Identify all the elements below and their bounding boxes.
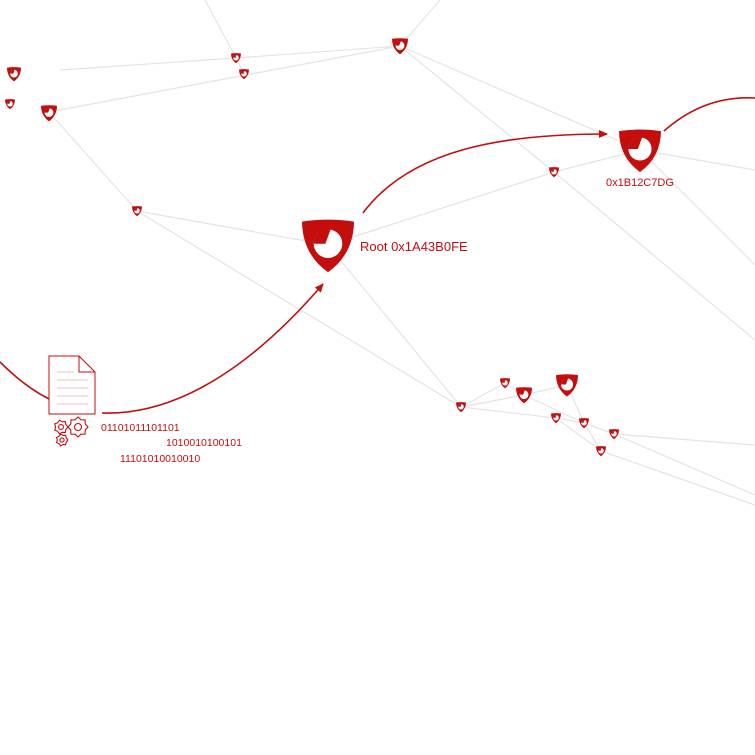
shield-icon xyxy=(556,374,578,397)
shield-icon xyxy=(609,429,619,440)
arrow-doc-to-root xyxy=(101,283,324,414)
shield-icon xyxy=(132,206,142,217)
gear-icon xyxy=(55,433,69,447)
shield-icon xyxy=(456,402,466,413)
shield-icon xyxy=(302,219,354,273)
shield-icon xyxy=(231,53,241,64)
shield-icon xyxy=(239,69,249,80)
shield-icon xyxy=(619,129,661,173)
binary-line: 01101011101101 xyxy=(101,422,180,434)
gear-icon xyxy=(54,419,69,435)
gears-icon xyxy=(54,416,89,447)
arrow-root-to-node xyxy=(362,130,608,214)
binary-line: 1010010100101 xyxy=(166,437,242,449)
shield-icon xyxy=(500,378,510,389)
document-icon xyxy=(48,355,96,415)
shield-icon xyxy=(392,38,408,55)
shield-icon xyxy=(516,387,532,404)
nodes xyxy=(5,38,661,457)
shield-icon xyxy=(551,413,561,424)
arrow-node-exit xyxy=(663,96,755,132)
shield-icon xyxy=(5,99,15,110)
shield-icon xyxy=(549,167,559,178)
shield-icon xyxy=(579,418,589,429)
shield-icon xyxy=(7,67,21,82)
shield-icon xyxy=(41,105,57,122)
node-label: 0x1B12C7DG xyxy=(606,177,674,189)
binary-line: 11101010010010 xyxy=(120,453,201,465)
shield-icon xyxy=(596,446,606,457)
network-edges xyxy=(48,0,755,506)
root-node-label: Root 0x1A43B0FE xyxy=(360,239,468,254)
gear-icon xyxy=(67,416,89,438)
